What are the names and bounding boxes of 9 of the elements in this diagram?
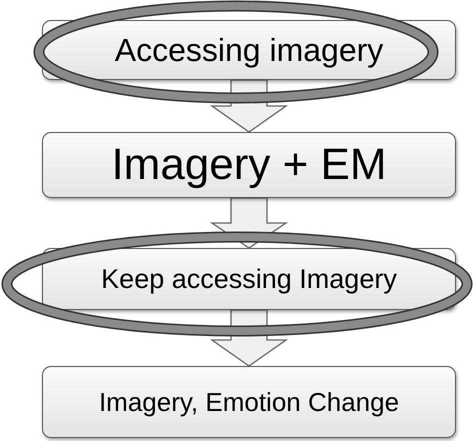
process-box <box>42 366 456 438</box>
block-arrow <box>210 309 288 367</box>
box-label: Keep accessing Imagery <box>101 264 397 294</box>
box-label: Accessing imagery <box>114 32 384 68</box>
box-label: Imagery, Emotion Change <box>98 386 400 418</box>
process-box <box>42 132 456 198</box>
process-box <box>42 248 456 310</box>
box-label: Imagery + EM <box>111 140 387 190</box>
process-box <box>42 20 456 80</box>
